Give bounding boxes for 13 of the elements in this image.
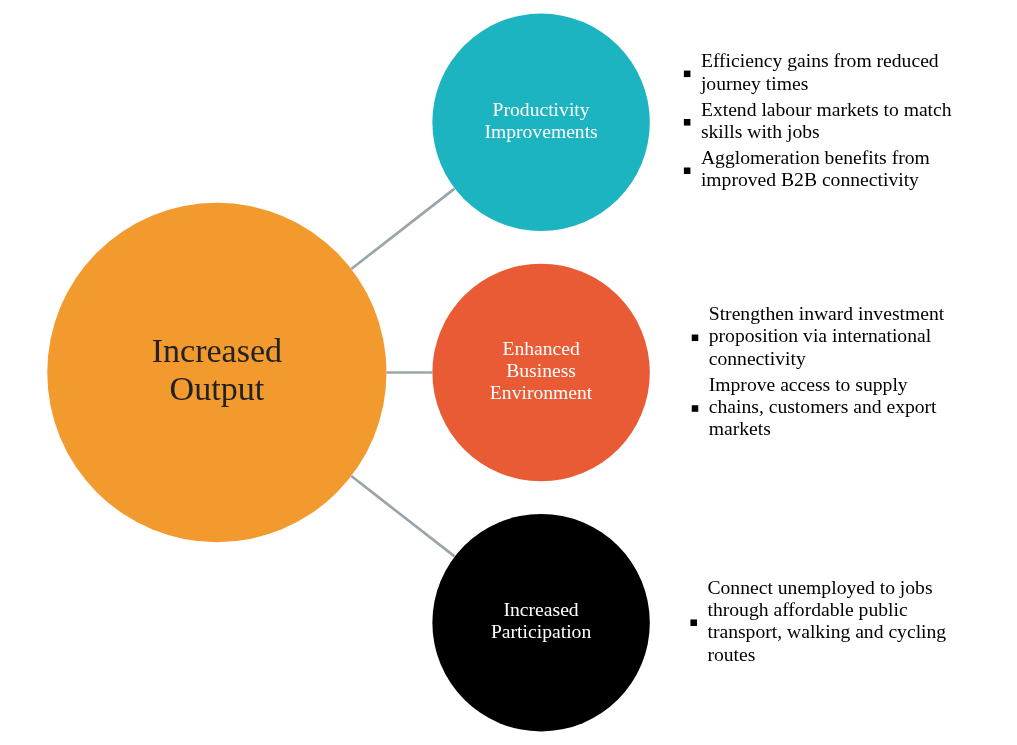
connector (350, 475, 455, 558)
node-label: Improve access to supply chains, customers and export markets (708, 372, 937, 440)
node-circle: Increased Output (46, 202, 386, 543)
node-label: Connect unemployed to jobs through affordable public transport, walking and cycling routes (706, 575, 946, 665)
node-circle: Increased Participation (431, 514, 650, 732)
node-label: Strengthen inward investment proposition via international connectivity (708, 302, 944, 369)
node-circle: Enhanced Business Environment (431, 263, 650, 482)
node-circle: Productivity Improvements (431, 13, 650, 231)
node-label: Efficiency gains from reduced journey times (700, 49, 939, 94)
node-label: Extend labour markets to match skills with jobs (700, 97, 952, 143)
connector (386, 371, 432, 374)
node-label: Agglomeration benefits from improved B2B connectivity (700, 146, 930, 191)
connector (350, 187, 455, 270)
